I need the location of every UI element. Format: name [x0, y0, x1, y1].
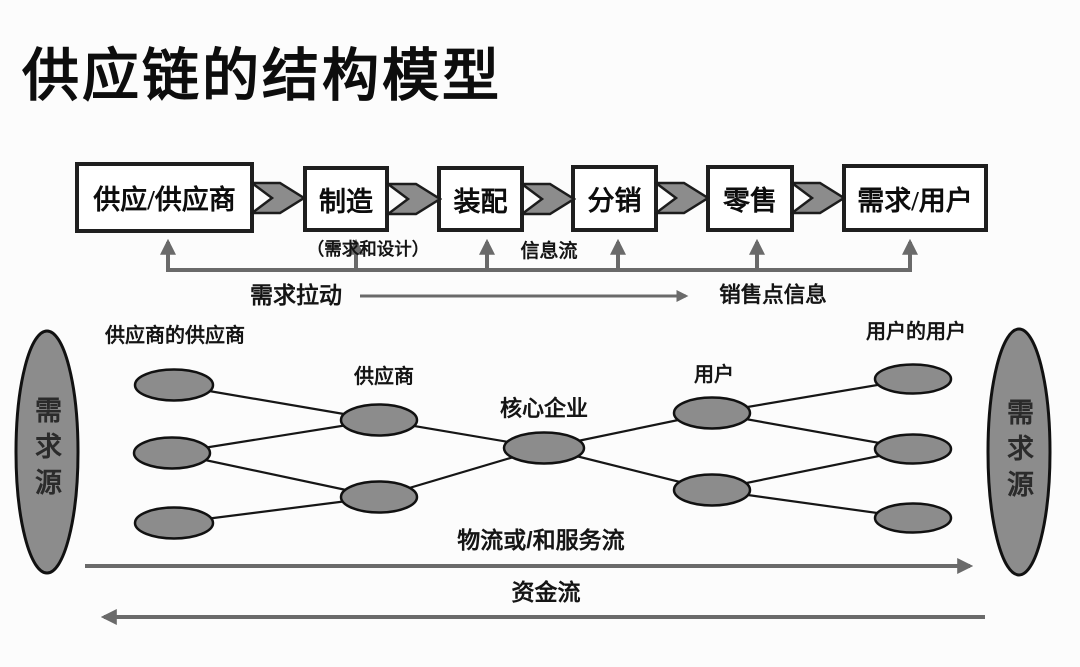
capital-flow-label: 资金流	[511, 579, 581, 605]
flow-box-assembly-label: 装配	[453, 186, 508, 217]
flow-box-assembly: 装配	[437, 166, 524, 232]
user-label: 用户	[694, 364, 734, 386]
node-user-2	[672, 473, 752, 507]
core-enterprise-label: 核心企业	[499, 396, 588, 421]
node-users-user-2	[873, 433, 953, 465]
design-note-label: （需求和设计）	[306, 239, 430, 259]
flow-box-retail: 零售	[706, 165, 794, 232]
node-suppliers-supplier-1	[133, 368, 215, 402]
node-user-1	[672, 396, 752, 430]
node-supplier-1	[339, 403, 419, 437]
flow-box-distribution: 分销	[571, 165, 658, 232]
demand-source-left-ellipse	[14, 329, 80, 575]
demand-source-right-label: 需求源	[1003, 398, 1033, 506]
information-bus-line	[160, 238, 918, 272]
chevron-right-icon	[790, 181, 846, 215]
info-flow-label: 信息流	[520, 241, 578, 262]
flow-box-supply-label: 供应/供应商	[93, 185, 236, 215]
flow-box-manufacture: 制造	[303, 166, 389, 232]
network-nodes	[14, 327, 1052, 577]
flow-box-demand-label: 需求/用户	[857, 185, 973, 216]
node-supplier-2	[339, 480, 419, 514]
node-core-enterprise	[502, 431, 586, 465]
demand-source-right-ellipse	[986, 327, 1052, 577]
material-flow-label: 物流或/和服务流	[457, 527, 625, 553]
users-user-label: 用户的用户	[866, 321, 966, 343]
node-suppliers-supplier-2	[132, 436, 212, 470]
chevron-right-icon	[386, 182, 442, 216]
flow-box-demand: 需求/用户	[842, 164, 988, 232]
chevron-right-icon	[520, 182, 576, 216]
pos-info-label: 销售点信息	[719, 283, 827, 307]
demand-source-left-label: 需求源	[31, 396, 61, 504]
flow-box-distribution-label: 分销	[587, 186, 642, 216]
flow-box-retail-label: 零售	[723, 186, 777, 216]
node-users-user-3	[873, 502, 953, 534]
page-title: 供应链的结构模型	[22, 45, 502, 108]
flow-box-manufacture-label: 制造	[319, 186, 373, 217]
chevron-right-icon	[250, 181, 306, 215]
flow-box-supply: 供应/供应商	[75, 162, 254, 233]
node-users-user-1	[873, 363, 953, 395]
suppliers-supplier-label: 供应商的供应商	[105, 325, 245, 347]
demand-pull-label: 需求拉动	[250, 282, 342, 308]
node-suppliers-supplier-3	[133, 506, 215, 540]
chevron-right-icon	[654, 181, 710, 215]
supplier-label: 供应商	[354, 366, 414, 388]
